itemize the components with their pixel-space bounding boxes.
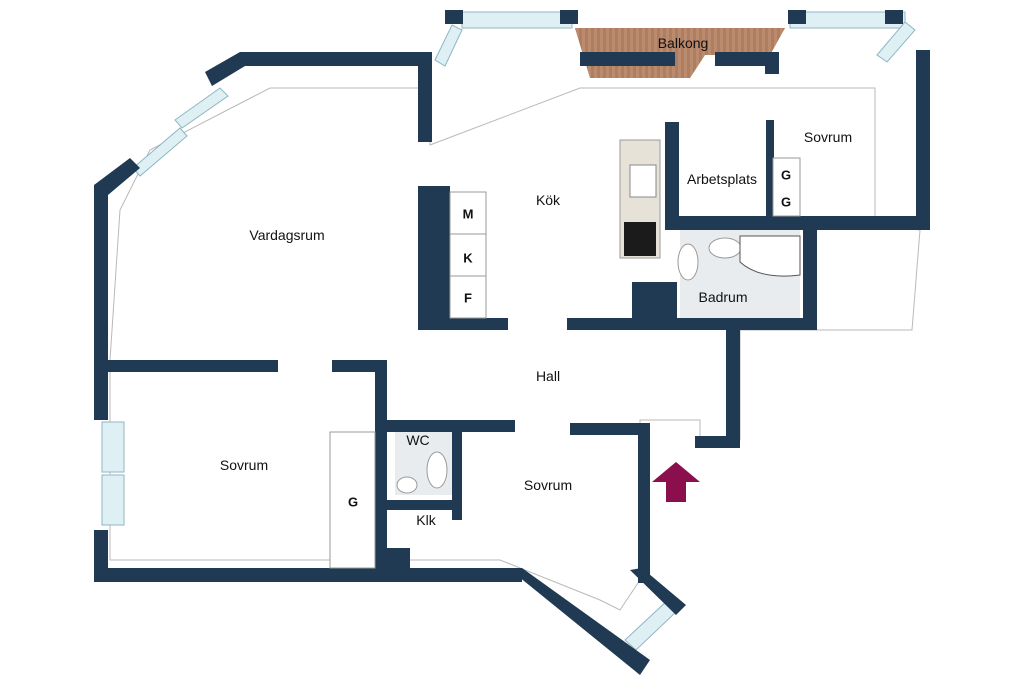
hall-label: Hall — [535, 368, 561, 384]
kitchen-fixtures — [449, 139, 661, 319]
badrum-label: Badrum — [698, 289, 748, 305]
wardrobe-g2-label: G — [780, 194, 792, 210]
arbetsplats-label: Arbetsplats — [686, 171, 758, 187]
balkong-label: Balkong — [657, 35, 709, 51]
walls — [94, 10, 930, 675]
klk-label: Klk — [416, 512, 436, 528]
kitchen-f-label: F — [464, 290, 472, 306]
sovrum-top-right-label: Sovrum — [803, 129, 853, 145]
kitchen-k-label: K — [463, 250, 473, 266]
wc-label: WC — [406, 432, 430, 448]
kok-label: Kök — [535, 192, 561, 208]
windows — [101, 11, 916, 651]
vardagsrum-label: Vardagsrum — [249, 227, 325, 243]
sovrum-center-label: Sovrum — [523, 477, 573, 493]
wardrobe-g3-label: G — [347, 494, 359, 510]
up-arrow-icon — [652, 462, 700, 502]
kitchen-m-label: M — [462, 206, 474, 222]
sovrum-left-label: Sovrum — [219, 457, 269, 473]
wardrobe-g1-label: G — [780, 167, 792, 183]
bathroom-fixtures — [329, 157, 801, 569]
